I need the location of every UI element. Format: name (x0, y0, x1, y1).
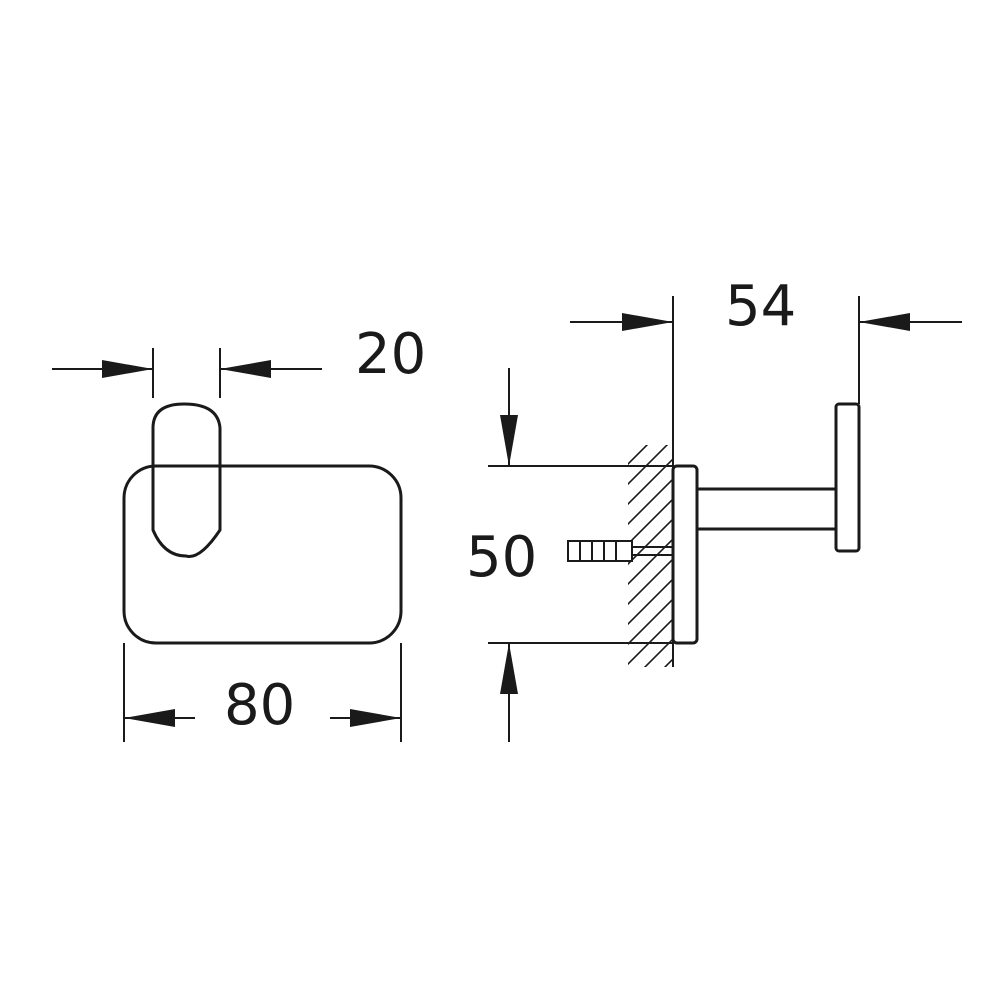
end-cap-side (834, 402, 861, 553)
dimension-hook-width: 20 (52, 322, 426, 398)
hook-arm-outline (151, 402, 222, 558)
front-view: 20 80 (52, 322, 426, 742)
dimension-plate-height: 50 (466, 368, 673, 742)
dimension-label-50: 50 (466, 525, 537, 590)
dimension-plate-width: 80 (123, 643, 402, 742)
dimension-projection: 54 (570, 274, 962, 404)
mounting-plate-side (671, 464, 699, 645)
base-plate-outline (122, 464, 403, 645)
dimension-label-54: 54 (725, 274, 796, 339)
wall-plug (567, 540, 673, 562)
dimension-label-20: 20 (355, 322, 426, 387)
side-view: 54 50 (466, 274, 962, 742)
dimension-label-80: 80 (224, 673, 295, 738)
